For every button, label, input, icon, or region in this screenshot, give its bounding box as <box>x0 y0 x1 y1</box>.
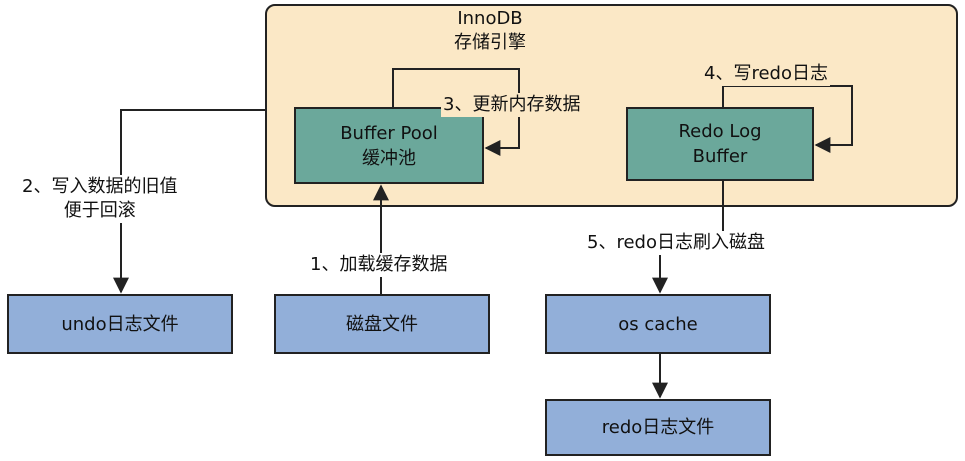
undo-log-file-box: undo日志文件 <box>7 294 233 354</box>
undo-log-file-label: undo日志文件 <box>61 313 179 335</box>
step2-label-line1: 2、写入数据的旧值 <box>22 176 178 197</box>
step2-label-line2: 便于回滚 <box>63 200 136 221</box>
disk-file-box: 磁盘文件 <box>274 294 490 354</box>
os-cache-label: os cache <box>618 313 698 335</box>
engine-title: InnoDB 存储引擎 <box>438 7 542 55</box>
redo-buffer-label-line2: Buffer <box>692 146 748 167</box>
redo-log-file-box: redo日志文件 <box>545 399 771 456</box>
engine-title-line1: InnoDB <box>457 8 523 29</box>
step1-label: 1、加载缓存数据 <box>308 253 450 277</box>
buffer-pool-box: Buffer Pool 缓冲池 <box>294 107 484 184</box>
disk-file-label: 磁盘文件 <box>346 313 418 335</box>
buffer-pool-label-line1: Buffer Pool <box>340 122 438 144</box>
step3-label: 3、更新内存数据 <box>441 93 583 117</box>
redo-log-file-label: redo日志文件 <box>601 417 715 438</box>
step4-label: 4、写redo日志 <box>702 62 830 86</box>
os-cache-box: os cache <box>545 294 771 354</box>
step2-label: 2、写入数据的旧值 便于回滚 <box>20 175 180 223</box>
engine-title-line2: 存储引擎 <box>454 32 526 53</box>
redo-log-buffer-box: Redo Log Buffer <box>626 107 814 181</box>
step5-label: 5、redo日志刷入磁盘 <box>585 231 767 255</box>
buffer-pool-label-line2: 缓冲池 <box>362 147 416 169</box>
redo-buffer-label-line1: Redo Log <box>678 121 762 142</box>
